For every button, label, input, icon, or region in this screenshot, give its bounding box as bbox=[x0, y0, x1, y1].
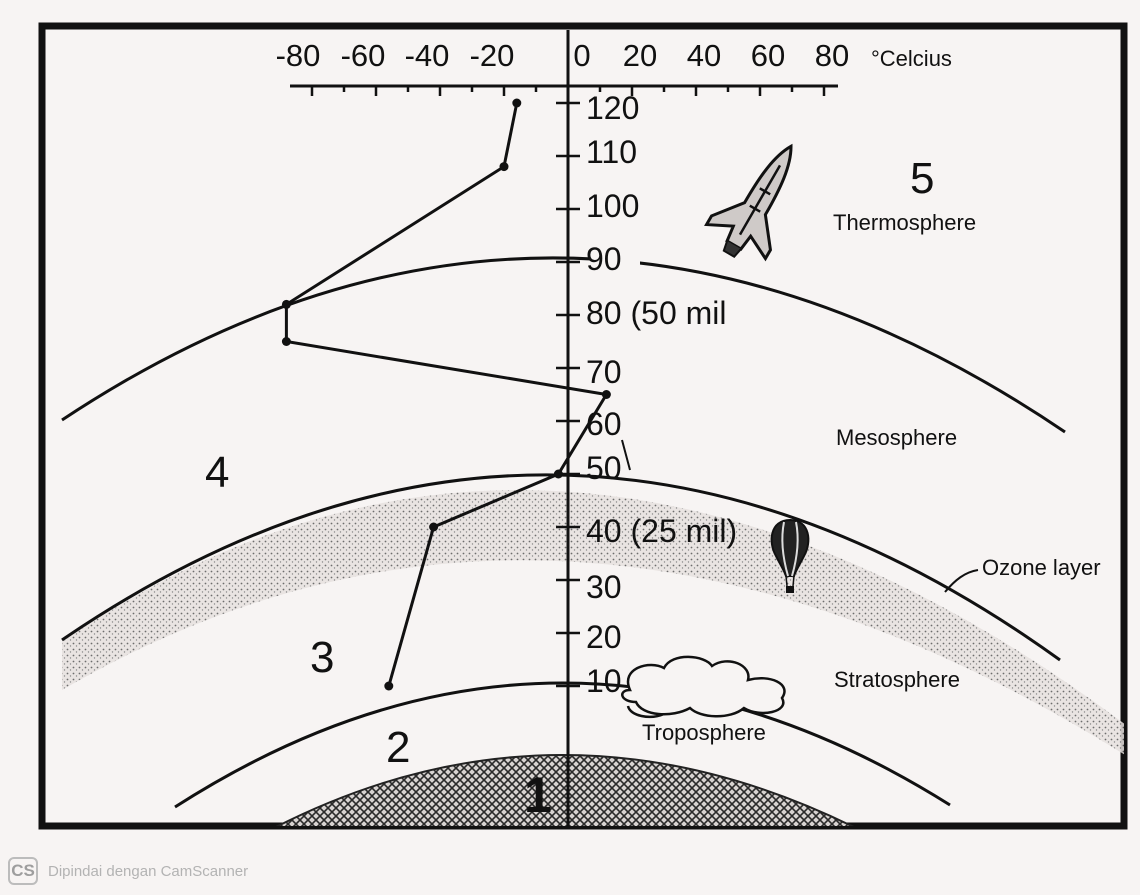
thermosphere-label: Thermosphere bbox=[833, 210, 976, 235]
temp-tick-label: 80 bbox=[815, 38, 849, 73]
cloud-icon bbox=[621, 655, 786, 718]
temperature-profile-point bbox=[553, 469, 563, 479]
temperature-profile-point bbox=[281, 337, 291, 346]
altitude-tick-labels: 120 110 100 90 80 (50 mil 70 60 50 40 (2… bbox=[586, 90, 737, 699]
troposphere-label: Troposphere bbox=[642, 720, 766, 745]
temp-tick-label: -80 bbox=[276, 38, 321, 73]
temperature-profile-point bbox=[601, 390, 611, 399]
altitude-label: 40 (25 mil) bbox=[586, 513, 737, 549]
altitude-label: 80 (50 mil bbox=[586, 295, 727, 331]
temperature-tick-labels: -80 -60 -40 -20 0 20 40 60 80 °Celcius bbox=[276, 38, 952, 73]
altitude-label: 30 bbox=[586, 569, 622, 605]
mesosphere-label: Mesosphere bbox=[836, 425, 957, 450]
ozone-leader-line bbox=[944, 569, 979, 593]
altitude-label: 100 bbox=[586, 188, 639, 224]
temp-tick-label: 20 bbox=[623, 38, 657, 73]
region-number-2: 2 bbox=[386, 723, 410, 772]
stratosphere-label: Stratosphere bbox=[834, 667, 960, 692]
altitude-label: 120 bbox=[586, 90, 639, 126]
altitude-label: 50 bbox=[586, 450, 622, 486]
hot-air-balloon-icon bbox=[770, 518, 810, 593]
temp-tick-label: 60 bbox=[751, 38, 785, 73]
ozone-band bbox=[62, 490, 1124, 755]
temperature-profile-line bbox=[284, 102, 609, 687]
region-number-5: 5 bbox=[910, 154, 934, 203]
space-shuttle-icon bbox=[704, 143, 793, 262]
tropopause-curve bbox=[174, 681, 951, 809]
temp-tick-label: 40 bbox=[687, 38, 721, 73]
temp-tick-label: 0 bbox=[573, 38, 590, 73]
diagram-frame bbox=[38, 22, 1128, 830]
altitude-label: 90 bbox=[586, 241, 622, 277]
region-number-3: 3 bbox=[310, 633, 334, 682]
ozone-layer-label: Ozone layer bbox=[982, 555, 1101, 580]
leader-line-50 bbox=[621, 439, 631, 471]
temperature-profile bbox=[281, 98, 611, 691]
altitude-label: 70 bbox=[586, 354, 622, 390]
region-number-4: 4 bbox=[205, 448, 229, 497]
temperature-unit-label: °Celcius bbox=[871, 46, 952, 71]
temperature-profile-point bbox=[384, 681, 394, 691]
temperature-profile-point bbox=[429, 522, 439, 532]
camscanner-logo: CS bbox=[8, 857, 38, 885]
scanner-footer: CS Dipindai dengan CamScanner bbox=[8, 855, 248, 887]
altitude-label: 110 bbox=[586, 134, 637, 170]
temperature-tick-marks bbox=[310, 86, 826, 96]
altitude-label: 60 bbox=[586, 406, 622, 442]
temp-tick-label: -60 bbox=[341, 38, 386, 73]
mesopause-curve bbox=[61, 256, 1066, 434]
earth-surface bbox=[275, 754, 855, 826]
temp-tick-label: -20 bbox=[470, 38, 515, 73]
temperature-profile-point bbox=[499, 162, 509, 172]
altitude-label: 10 bbox=[586, 663, 622, 699]
temperature-profile-point bbox=[512, 98, 522, 108]
temp-tick-label: -40 bbox=[405, 38, 450, 73]
altitude-label: 20 bbox=[586, 619, 622, 655]
region-number-1: 1 bbox=[524, 767, 552, 823]
camscanner-text: Dipindai dengan CamScanner bbox=[48, 862, 249, 880]
temperature-profile-point bbox=[281, 299, 291, 309]
